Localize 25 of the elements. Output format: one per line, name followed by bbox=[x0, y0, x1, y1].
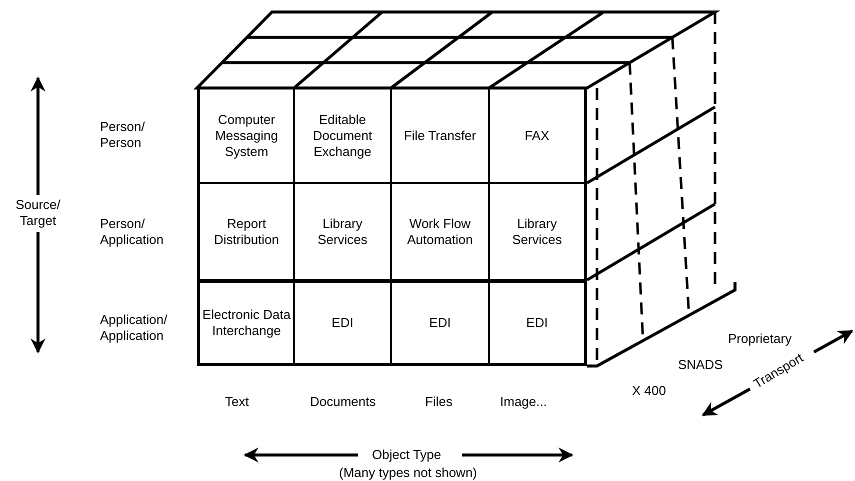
note: (Many types not shown) bbox=[339, 465, 478, 481]
grid-cell: Work Flow Automation bbox=[391, 183, 489, 280]
column-label: Documents bbox=[310, 394, 376, 410]
axis-label: Source/ Target bbox=[14, 197, 62, 229]
grid-cell: EDI bbox=[489, 280, 587, 366]
column-label: Text bbox=[225, 394, 249, 410]
row-label: Application/ Application bbox=[100, 312, 168, 344]
grid-cell: File Transfer bbox=[391, 88, 489, 183]
grid-cell: Editable Document Exchange bbox=[294, 88, 391, 183]
grid-cell: Electronic Data Interchange bbox=[197, 280, 294, 366]
axis-value-label: Proprietary bbox=[728, 331, 792, 347]
column-label: Files bbox=[425, 394, 452, 410]
grid-cell: Library Services bbox=[294, 183, 391, 280]
axis-value-label: X 400 bbox=[632, 383, 666, 399]
grid-cell: Library Services bbox=[489, 183, 587, 280]
grid-cell: EDI bbox=[391, 280, 489, 366]
grid-cell: Computer Messaging System bbox=[197, 88, 294, 183]
row-label: Person/ Application bbox=[100, 216, 165, 248]
grid-cell: FAX bbox=[489, 88, 587, 183]
axis-label: Object Type bbox=[372, 447, 442, 463]
axis-value-label: SNADS bbox=[678, 357, 723, 373]
grid-cell: EDI bbox=[294, 280, 391, 366]
column-label: Image... bbox=[500, 394, 547, 410]
row-label: Person/ Person bbox=[100, 119, 146, 151]
grid-cell: Report Distribution bbox=[197, 183, 294, 280]
